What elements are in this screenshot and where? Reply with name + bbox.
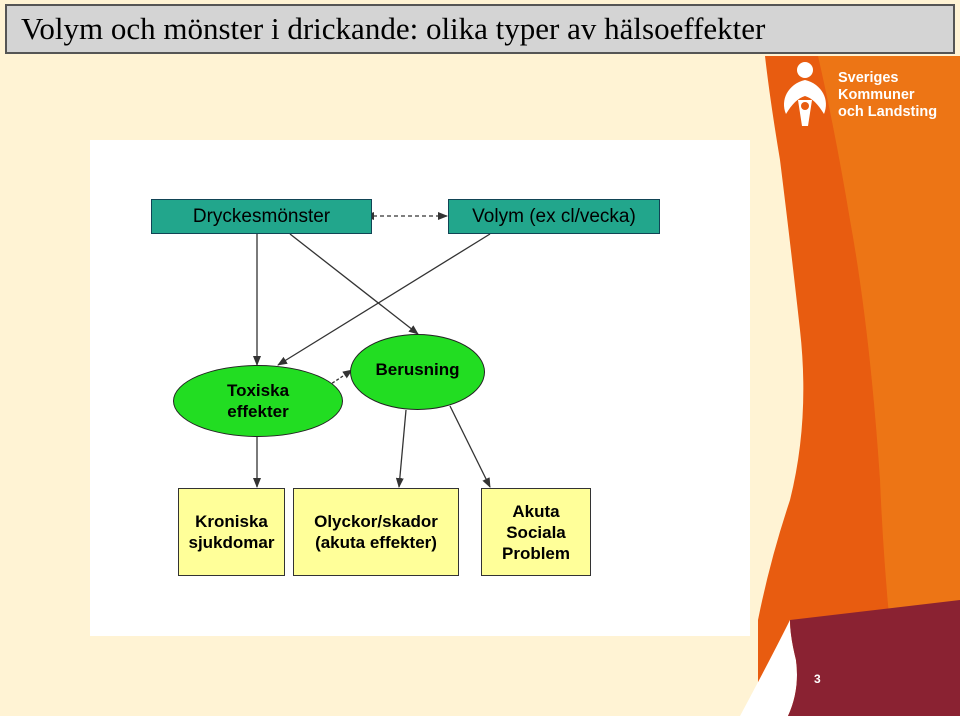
node-accidents: Olyckor/skador (akuta effekter) (293, 488, 459, 576)
node-volume: Volym (ex cl/vecka) (448, 199, 660, 234)
skl-logo-text: Sveriges Kommuner och Landsting (838, 70, 937, 121)
arrow-volume-toxic (277, 233, 491, 366)
title-bar: Volym och mönster i drickande: olika typ… (5, 4, 955, 54)
logo-line-1: Sveriges (838, 70, 899, 86)
slide-title: Volym och mönster i drickande: olika typ… (21, 11, 766, 46)
logo-line-2: Kommuner (838, 87, 915, 103)
node-acute-social-problems: Akuta Sociala Problem (481, 488, 591, 576)
node-intoxication: Berusning (350, 334, 485, 410)
page-number: 3 (814, 672, 821, 686)
arrow-intoxication-accidents (395, 409, 407, 488)
skl-logo-icon (784, 62, 826, 126)
node-drinking-pattern: Dryckesmönster (151, 199, 372, 234)
node-toxic-effects: Toxiska effekter (173, 365, 343, 437)
arrow-intoxication-social (449, 405, 491, 488)
logo-line-3: och Landsting (838, 104, 938, 120)
node-chronic-diseases: Kroniska sjukdomar (178, 488, 285, 576)
arrow-pattern-intoxication (289, 233, 419, 335)
